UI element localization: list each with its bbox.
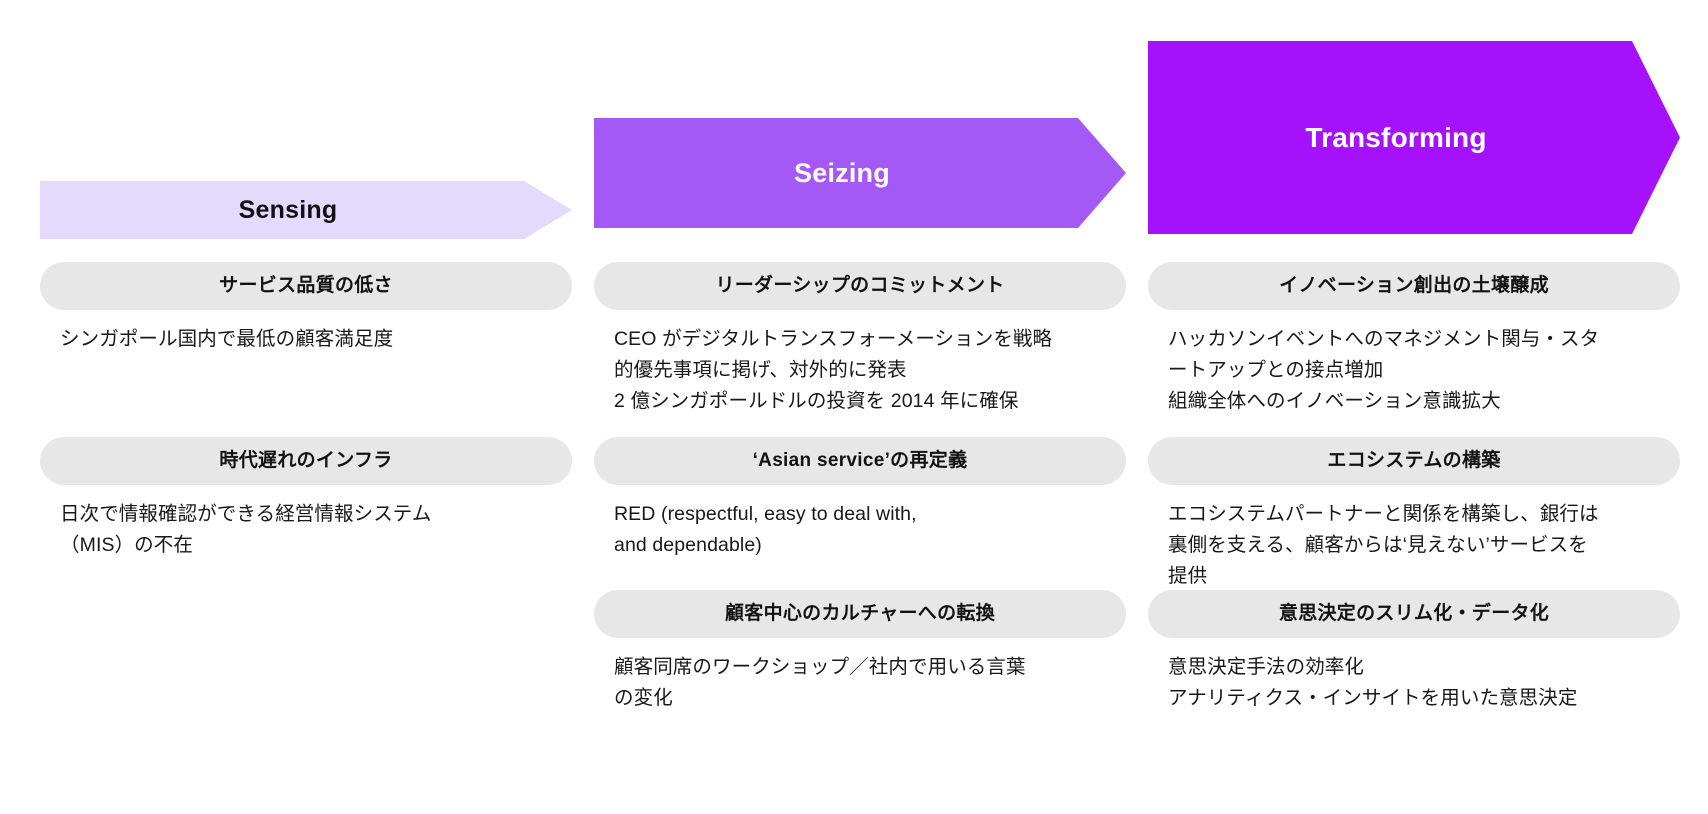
item-title-pill: ‘Asian service’の再定義 — [594, 437, 1126, 485]
item-title: サービス品質の低さ — [219, 274, 393, 296]
item-body: エコシステムパートナーと関係を構築し、銀行は 裏側を支える、顧客からは‘見えない… — [1168, 503, 1599, 587]
item-body: シンガポール国内で最低の顧客満足度 — [60, 328, 394, 350]
item-card: 顧客中心のカルチャーへの転換 顧客同席のワークショップ／社内で用いる言葉 の変化 — [594, 590, 1126, 714]
item-title-pill: 意思決定のスリム化・データ化 — [1148, 590, 1680, 638]
item-title: ‘Asian service’の再定義 — [752, 449, 968, 471]
item-card: エコシステムの構築 エコシステムパートナーと関係を構築し、銀行は 裏側を支える、… — [1148, 437, 1680, 592]
item-card: 意思決定のスリム化・データ化 意思決定手法の効率化 アナリティクス・インサイトを… — [1148, 590, 1680, 714]
item-body: 顧客同席のワークショップ／社内で用いる言葉 の変化 — [614, 656, 1026, 709]
item-title: 時代遅れのインフラ — [219, 449, 393, 471]
item-body: CEO がデジタルトランスフォーメーションを戦略 的優先事項に掲げ、対外的に発表… — [614, 328, 1053, 412]
stage-banner-seizing: Seizing — [594, 118, 1126, 228]
item-title: リーダーシップのコミットメント — [715, 274, 1005, 296]
stage-banner-transforming: Transforming — [1148, 41, 1680, 234]
stage-label-sensing: Sensing — [238, 195, 338, 224]
item-title-pill: エコシステムの構築 — [1148, 437, 1680, 485]
item-title: 顧客中心のカルチャーへの転換 — [724, 602, 995, 624]
item-title: 意思決定のスリム化・データ化 — [1278, 602, 1550, 624]
stage-label-seizing: Seizing — [794, 157, 890, 188]
item-card: 時代遅れのインフラ 日次で情報確認ができる経営情報システム （MIS）の不在 — [40, 437, 572, 561]
item-title-pill: 時代遅れのインフラ — [40, 437, 572, 485]
item-title-pill: サービス品質の低さ — [40, 262, 572, 310]
item-title-pill: 顧客中心のカルチャーへの転換 — [594, 590, 1126, 638]
item-title: エコシステムの構築 — [1327, 449, 1501, 471]
item-body: RED (respectful, easy to deal with, and … — [614, 503, 917, 556]
item-card: イノベーション創出の土壌醸成 ハッカソンイベントへのマネジメント関与・スタ ート… — [1148, 262, 1680, 417]
item-card: リーダーシップのコミットメント CEO がデジタルトランスフォーメーションを戦略… — [594, 262, 1126, 417]
item-title-pill: リーダーシップのコミットメント — [594, 262, 1126, 310]
item-body: 日次で情報確認ができる経営情報システム （MIS）の不在 — [60, 503, 432, 556]
item-body: ハッカソンイベントへのマネジメント関与・スタ ートアップとの接点増加 組織全体へ… — [1168, 328, 1600, 412]
item-card: ‘Asian service’の再定義 RED (respectful, eas… — [594, 437, 1126, 561]
stage-label-transforming: Transforming — [1305, 121, 1487, 153]
item-body: 意思決定手法の効率化 アナリティクス・インサイトを用いた意思決定 — [1168, 656, 1578, 709]
item-title: イノベーション創出の土壌醸成 — [1279, 274, 1549, 296]
item-card: サービス品質の低さ シンガポール国内で最低の顧客満足度 — [40, 262, 572, 355]
item-title-pill: イノベーション創出の土壌醸成 — [1148, 262, 1680, 310]
stage-banner-sensing: Sensing — [40, 181, 572, 239]
